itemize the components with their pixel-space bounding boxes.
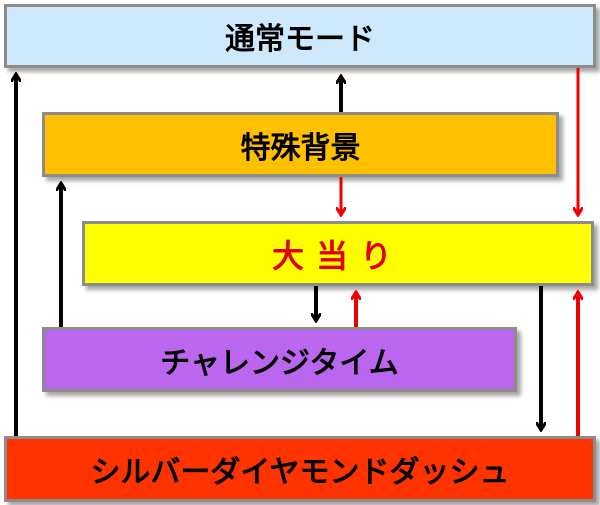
challenge-time-label: チャレンジタイム [160, 345, 399, 381]
silver-diamond-dash-box: シルバーダイヤモンドダッシュ [4, 436, 596, 502]
challenge-time-box: チャレンジタイム [42, 327, 517, 392]
special-background-box: 特殊背景 [42, 112, 559, 177]
normal-mode-label: 通常モード [225, 22, 375, 57]
jackpot-label: 大当り [271, 236, 404, 275]
special-background-label: 特殊背景 [240, 130, 361, 166]
silver-diamond-dash-label: シルバーダイヤモンドダッシュ [90, 455, 510, 490]
jackpot-box: 大当り [82, 221, 594, 286]
normal-mode-box: 通常モード [4, 4, 596, 68]
